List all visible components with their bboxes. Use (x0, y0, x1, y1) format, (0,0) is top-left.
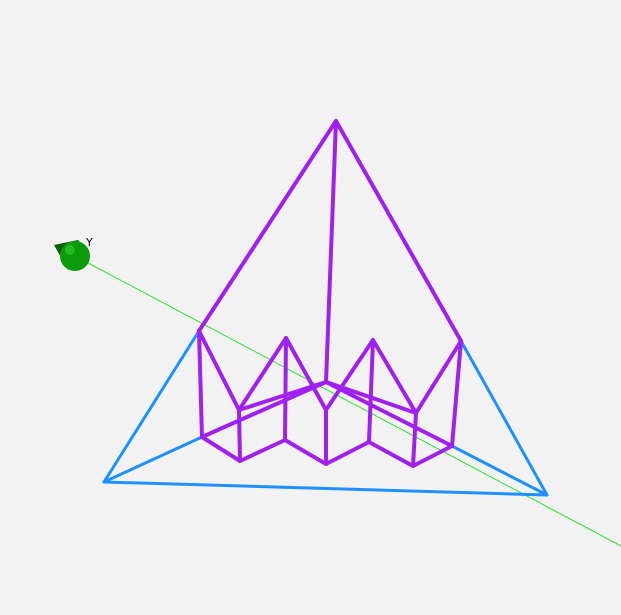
post-7 (450, 339, 463, 448)
base-edge-left-back (102, 435, 204, 484)
base-edge-right-rise (459, 339, 549, 497)
apex-edge-left (197, 119, 338, 333)
apex-edge-right (334, 119, 463, 343)
post-2 (237, 408, 242, 463)
axis-line (74, 255, 621, 547)
axis-label: Y (85, 236, 93, 249)
bottom-zigzag (200, 435, 454, 468)
axis-arrow-icon[interactable] (54, 240, 90, 271)
inner-frame (197, 119, 463, 468)
apex-edge-center (324, 119, 338, 384)
post-3 (283, 336, 288, 442)
base-edge-right-back (450, 444, 549, 497)
post-6 (411, 411, 418, 468)
bottom-back-right (324, 380, 454, 448)
base-edge-left-rise (102, 329, 201, 484)
post-1 (197, 329, 204, 439)
bottom-back-left (200, 380, 328, 439)
base-edge-front (102, 480, 549, 497)
axis-arrow-highlight (65, 245, 75, 255)
post-5 (367, 338, 375, 444)
outer-base-triangle (102, 329, 549, 497)
